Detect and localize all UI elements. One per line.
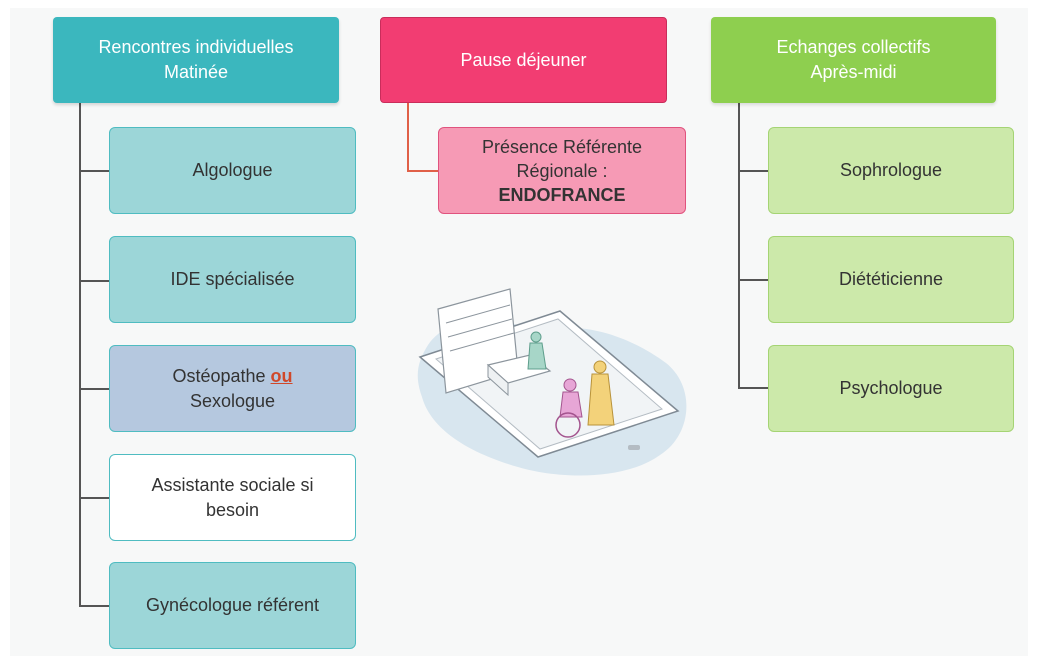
middle-header-label: Pause déjeuner <box>460 49 587 70</box>
right-connector-2 <box>738 279 768 281</box>
right-item-psychologue: Psychologue <box>768 345 1014 432</box>
left-connector-5 <box>79 605 109 607</box>
right-header-line2: Après-midi <box>810 62 897 82</box>
middle-connector-horizontal <box>407 170 438 172</box>
middle-item-line2: Régionale : <box>516 160 608 181</box>
left-item-label: Algologue <box>192 160 273 180</box>
left-header-line2: Matinée <box>163 62 229 82</box>
wall-shelf-3 <box>449 332 515 352</box>
left-connector-3 <box>79 388 109 390</box>
doctor-body <box>527 342 547 370</box>
patient-body <box>559 391 583 418</box>
right-item-label: Sophrologue <box>839 160 943 180</box>
left-connector-4 <box>79 497 109 499</box>
patient-head <box>563 378 577 392</box>
caregiver-head <box>593 360 607 374</box>
left-item-label: Gynécologue référent <box>145 595 320 615</box>
right-connector-1 <box>738 170 768 172</box>
left-item-label-part2: Sexologue <box>189 390 276 411</box>
telemedicine-phone-illustration <box>417 288 687 476</box>
middle-item-line3: ENDOFRANCE <box>498 184 626 205</box>
right-item-label: Psychologue <box>839 378 943 398</box>
left-connector-2 <box>79 280 109 282</box>
right-connector-vertical <box>738 103 740 389</box>
middle-item-endofrance: Présence Référente Régionale : ENDOFRANC… <box>438 127 686 214</box>
wall-shelf-1 <box>445 304 511 324</box>
right-header-line1: Echanges collectifs <box>776 37 931 57</box>
left-item-ide: IDE spécialisée <box>109 236 356 323</box>
left-item-osteopathe: Ostéopathe ou Sexologue <box>109 345 356 432</box>
right-item-sophrologue: Sophrologue <box>768 127 1014 214</box>
left-item-label-part1: Ostéopathe <box>172 365 266 386</box>
middle-item-line1: Présence Référente <box>481 136 643 157</box>
wheelchair-wheel <box>555 412 581 438</box>
wall-shelf-2 <box>447 318 513 338</box>
phone-home-button <box>628 445 640 450</box>
right-connector-3 <box>738 387 768 389</box>
left-item-line2: besoin <box>205 499 260 520</box>
right-item-dieteticienne: Diététicienne <box>768 236 1014 323</box>
left-item-assistante: Assistante sociale si besoin <box>109 454 356 541</box>
left-connector-vertical <box>79 103 81 607</box>
desk-front <box>487 363 509 397</box>
left-header: Rencontres individuelles Matinée <box>53 17 339 103</box>
left-header-line1: Rencontres individuelles <box>98 37 294 57</box>
left-connector-1 <box>79 170 109 172</box>
right-item-label: Diététicienne <box>838 269 944 289</box>
middle-connector-vertical <box>407 103 409 171</box>
middle-header: Pause déjeuner <box>380 17 667 103</box>
left-item-connector: ou <box>270 365 293 386</box>
left-item-gynecologue: Gynécologue référent <box>109 562 356 649</box>
right-header: Echanges collectifs Après-midi <box>711 17 996 103</box>
left-item-label: IDE spécialisée <box>170 269 295 289</box>
doctor-head <box>530 331 542 343</box>
left-item-algologue: Algologue <box>109 127 356 214</box>
caregiver-body <box>587 373 615 426</box>
left-item-line1: Ostéopathe ou <box>172 364 292 389</box>
left-item-line1: Assistante sociale si <box>151 474 314 495</box>
